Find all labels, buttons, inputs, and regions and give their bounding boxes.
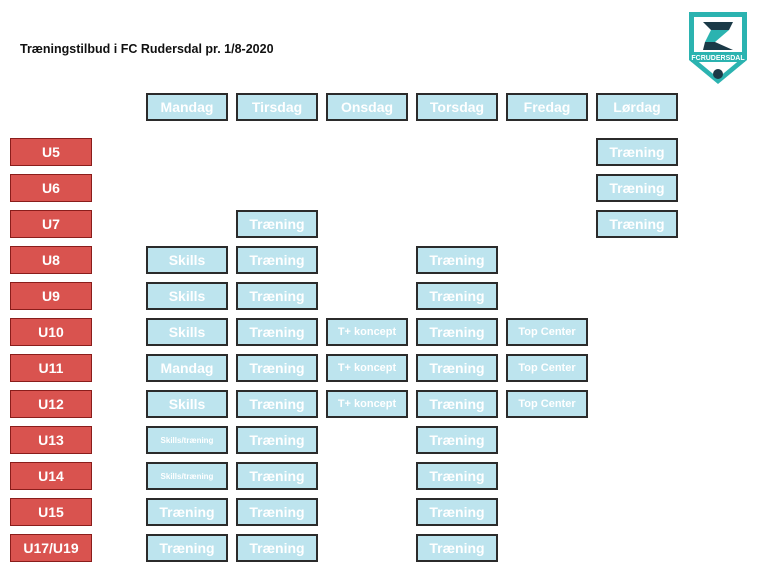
session-cell: Træning	[416, 498, 498, 526]
age-group-label: U6	[10, 174, 92, 202]
age-group-label: U5	[10, 138, 92, 166]
session-cell: Træning	[236, 498, 318, 526]
session-cell: Træning	[596, 138, 678, 166]
session-cell: Træning	[416, 318, 498, 346]
session-cell: Træning	[236, 246, 318, 274]
session-cell: Træning	[416, 462, 498, 490]
session-cell: Træning	[416, 354, 498, 382]
day-header-4: Fredag	[506, 93, 588, 121]
session-cell: Top Center	[506, 354, 588, 382]
session-cell: Træning	[236, 318, 318, 346]
day-header-1: Tirsdag	[236, 93, 318, 121]
logo-text: FCRUDERSDAL	[691, 55, 745, 62]
session-cell: T+ koncept	[326, 318, 408, 346]
day-header-2: Onsdag	[326, 93, 408, 121]
session-cell: Træning	[416, 390, 498, 418]
session-cell: Skills	[146, 318, 228, 346]
fc-rudersdal-logo: FCRUDERSDAL	[685, 8, 751, 88]
session-cell: Skills	[146, 282, 228, 310]
session-cell: Træning	[236, 354, 318, 382]
session-cell: Skills/træning	[146, 426, 228, 454]
session-cell: Mandag	[146, 354, 228, 382]
session-cell: Træning	[416, 246, 498, 274]
session-cell: Skills/træning	[146, 462, 228, 490]
session-cell: Træning	[146, 498, 228, 526]
session-cell: Træning	[416, 426, 498, 454]
session-cell: Træning	[236, 534, 318, 562]
session-cell: Træning	[596, 174, 678, 202]
age-group-label: U10	[10, 318, 92, 346]
age-group-label: U17/U19	[10, 534, 92, 562]
day-header-5: Lørdag	[596, 93, 678, 121]
day-header-3: Torsdag	[416, 93, 498, 121]
session-cell: Træning	[236, 462, 318, 490]
age-group-label: U15	[10, 498, 92, 526]
session-cell: Træning	[236, 426, 318, 454]
session-cell: Top Center	[506, 390, 588, 418]
session-cell: Træning	[416, 282, 498, 310]
session-cell: Skills	[146, 246, 228, 274]
age-group-label: U9	[10, 282, 92, 310]
session-cell: Top Center	[506, 318, 588, 346]
age-group-label: U7	[10, 210, 92, 238]
age-group-label: U12	[10, 390, 92, 418]
session-cell: Træning	[596, 210, 678, 238]
session-cell: Træning	[146, 534, 228, 562]
session-cell: T+ koncept	[326, 390, 408, 418]
session-cell: Skills	[146, 390, 228, 418]
age-group-label: U14	[10, 462, 92, 490]
age-group-label: U13	[10, 426, 92, 454]
age-group-label: U11	[10, 354, 92, 382]
session-cell: Træning	[236, 210, 318, 238]
day-header-0: Mandag	[146, 93, 228, 121]
session-cell: Træning	[236, 282, 318, 310]
page-title: Træningstilbud i FC Rudersdal pr. 1/8-20…	[20, 42, 274, 56]
session-cell: T+ koncept	[326, 354, 408, 382]
session-cell: Træning	[236, 390, 318, 418]
session-cell: Træning	[416, 534, 498, 562]
age-group-label: U8	[10, 246, 92, 274]
